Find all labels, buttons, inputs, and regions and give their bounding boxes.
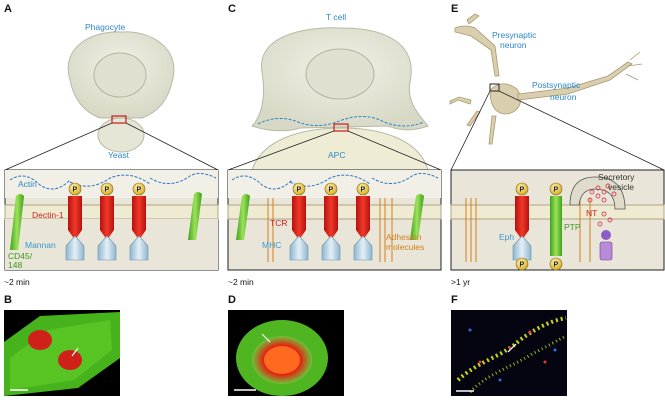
mhc-ligands [289,235,373,261]
tcr-label: TCR [270,218,287,228]
phosphate-circles-e: P P P P [515,182,563,271]
cd45-receptor-right [188,192,202,240]
cd45-label-line1: CD45/ [8,251,33,261]
presynaptic-label-line1: Presynaptic [492,30,537,40]
dectin-1-receptors [68,196,146,240]
micrograph-f [451,310,567,396]
zoom-box-c [333,123,349,132]
timescale-a: ~2 min [4,277,30,287]
phagocyte-nucleus [93,52,147,98]
svg-text:P: P [137,187,142,194]
panel-d-letter: D [228,294,236,306]
nt-label: NT [586,208,597,218]
yeast-label: Yeast [108,150,130,160]
mannan-ligands [65,235,149,261]
eph-receptor [515,196,529,240]
phosphate-circles-c: P P P [292,182,370,196]
zoom-box-e [489,83,500,92]
svg-text:P: P [329,187,334,194]
neurotransmitter-dots [587,183,617,227]
cd45-receptor-c-right [410,194,424,240]
svg-text:P: P [520,187,525,194]
dectin-1-label: Dectin-1 [32,210,64,220]
panel-c: C T cell APC P [227,3,442,287]
postsynaptic-label-line2: neuron [550,92,577,102]
mhc-label: MHC [262,240,281,250]
secretory-vesicle [569,176,626,210]
svg-text:P: P [297,187,302,194]
svg-text:P: P [73,187,78,194]
apc-label: APC [328,150,345,160]
t-cell-nucleus [305,48,375,100]
cd45-receptor-left [10,194,24,250]
phosphate-circles-a: P P P [68,182,146,196]
actin-label-a: Actin [18,179,37,189]
svg-text:P: P [520,262,525,269]
panel-c-letter: C [228,3,236,15]
zoom-box-a [111,115,127,124]
svg-text:P: P [554,262,559,269]
adhesion-lines-e [465,198,591,262]
adhesion-label-line2: molecules [386,242,424,252]
panel-d: D [228,294,344,396]
nt-receptor [599,230,613,261]
adhesion-molecules-c [267,198,393,262]
ephrin-ligand [512,235,532,261]
panel-f: F [451,294,567,396]
svg-text:P: P [361,187,366,194]
presynaptic-neuron [454,13,500,77]
ptp-label: PTP [564,222,581,232]
panel-a-letter: A [4,3,12,15]
svg-text:P: P [105,187,110,194]
tcr-receptors [292,196,370,240]
panel-b-letter: B [4,294,12,306]
presynaptic-label-line2: neuron [500,40,527,50]
svg-text:P: P [554,187,559,194]
secretory-label-line2: vesicle [608,182,634,192]
panel-e-letter: E [451,3,458,15]
timescale-e: >1 yr [451,277,470,287]
cd45-label-line2: 148 [8,260,22,270]
postsynaptic-label-line1: Postsynaptic [532,80,581,90]
eph-label: Eph [499,232,514,242]
ptp-receptor [550,196,562,256]
timescale-c: ~2 min [228,277,254,287]
panel-f-letter: F [451,294,458,306]
adhesion-label-line1: Adhesion [386,232,422,242]
apc-cell [251,127,429,171]
t-cell-label: T cell [326,12,346,22]
secretory-label-line1: Secretory [598,172,635,182]
postsynaptic-neuron [449,51,643,145]
phagocyte-label: Phagocyte [85,22,125,32]
mannan-label: Mannan [25,240,56,250]
cd45-receptor-c-left [236,194,250,240]
panel-b: B [4,294,120,396]
panel-e: E Presynaptic neuron Postsynaptic neuron [449,3,665,287]
panel-a: A Phagocyte Yeast Actin [4,3,219,287]
